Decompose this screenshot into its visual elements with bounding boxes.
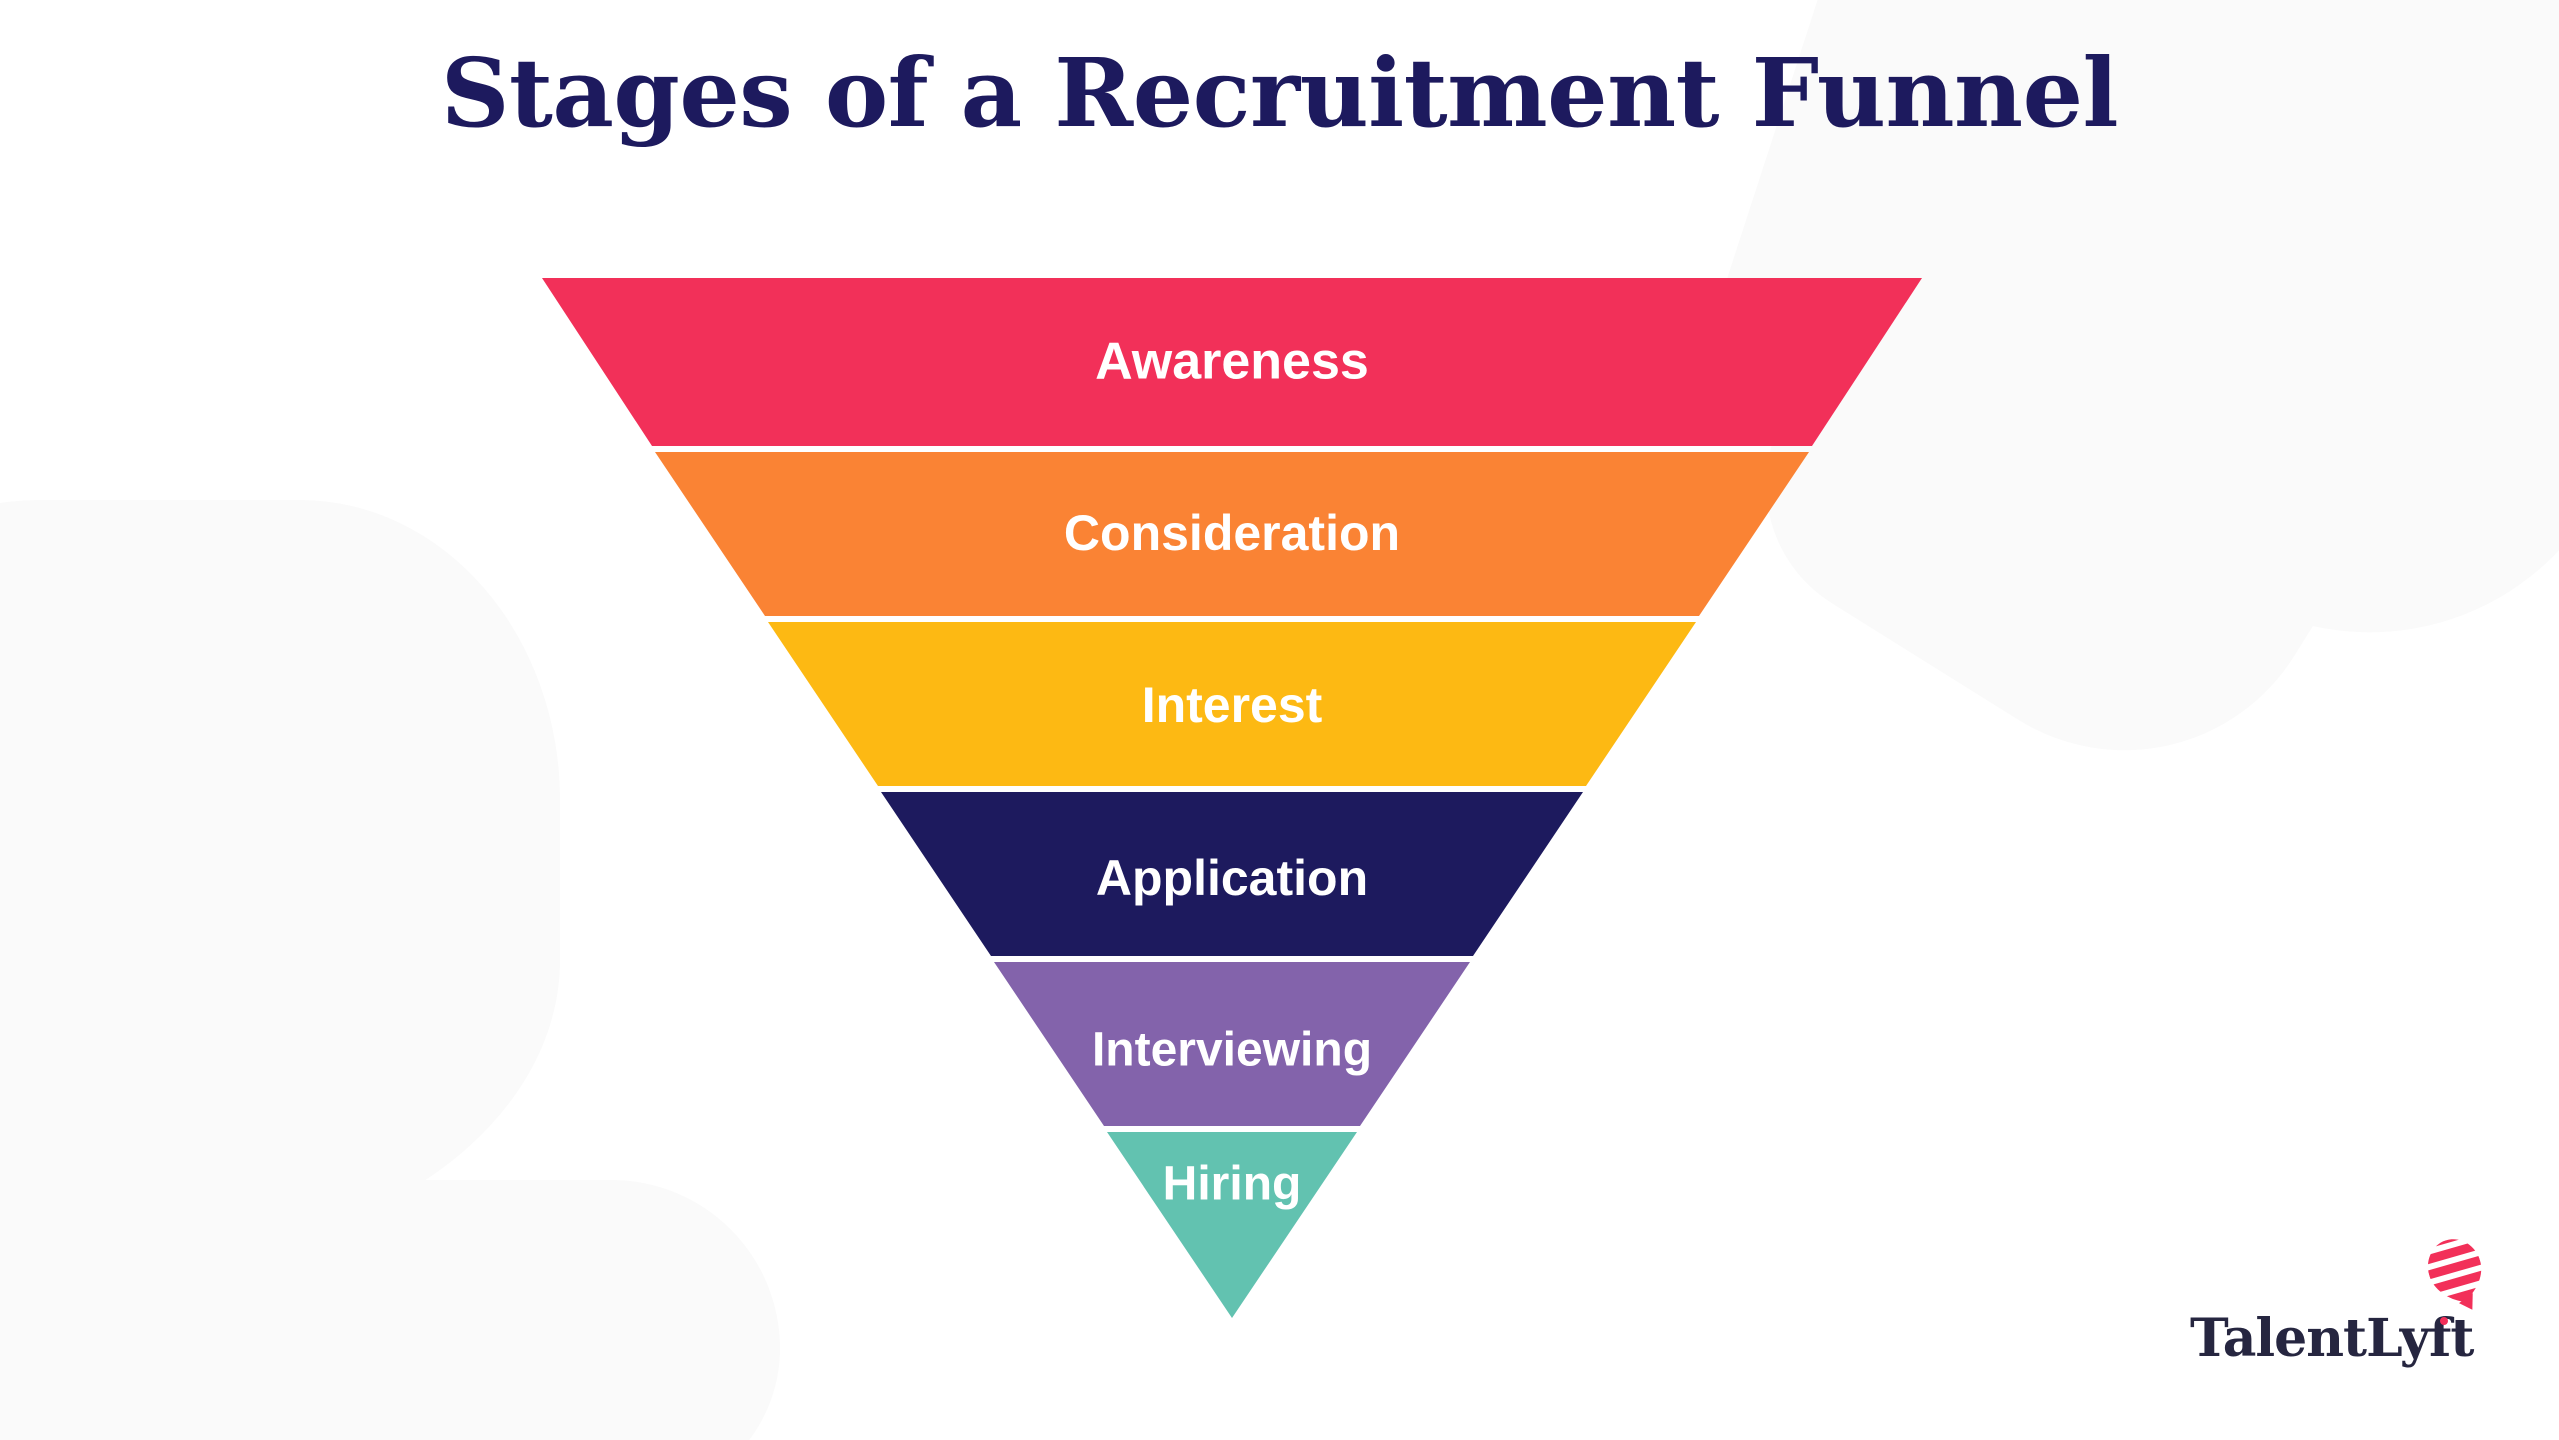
funnel-segment-application-label: Application: [1096, 850, 1368, 906]
funnel-segment-interest[interactable]: Interest: [768, 622, 1696, 786]
funnel-segment-consideration[interactable]: Consideration: [655, 452, 1809, 616]
funnel-segment-interviewing-shape: [994, 962, 1470, 1126]
funnel-segment-consideration-shape: [655, 452, 1809, 616]
talentlyft-logo[interactable]: TalentLyft: [2190, 1237, 2490, 1375]
funnel-segment-interviewing-label: Interviewing: [1092, 1024, 1372, 1077]
funnel-segment-consideration-label: Consideration: [1064, 505, 1400, 561]
funnel-segment-application[interactable]: Application: [881, 792, 1583, 956]
funnel-segment-hiring-label: Hiring: [1163, 1158, 1302, 1211]
funnel-segment-hiring[interactable]: Hiring: [1107, 1132, 1357, 1318]
funnel-segment-awareness-shape: [542, 278, 1922, 446]
funnel-segment-awareness-label: Awareness: [1095, 333, 1369, 391]
funnel-segment-interviewing[interactable]: Interviewing: [994, 962, 1470, 1126]
funnel-segment-awareness[interactable]: Awareness: [542, 278, 1922, 446]
hot-air-balloon-icon: [2422, 1237, 2490, 1325]
page-title: Stages of a Recruitment Funnel: [440, 38, 2119, 149]
funnel-segment-application-shape: [881, 792, 1583, 956]
logo-wordmark: TalentLyft: [2190, 1308, 2474, 1369]
funnel-segment-interest-shape: [768, 622, 1696, 786]
funnel-segment-hiring-shape: [1107, 1132, 1357, 1318]
funnel-segment-interest-label: Interest: [1142, 677, 1323, 733]
